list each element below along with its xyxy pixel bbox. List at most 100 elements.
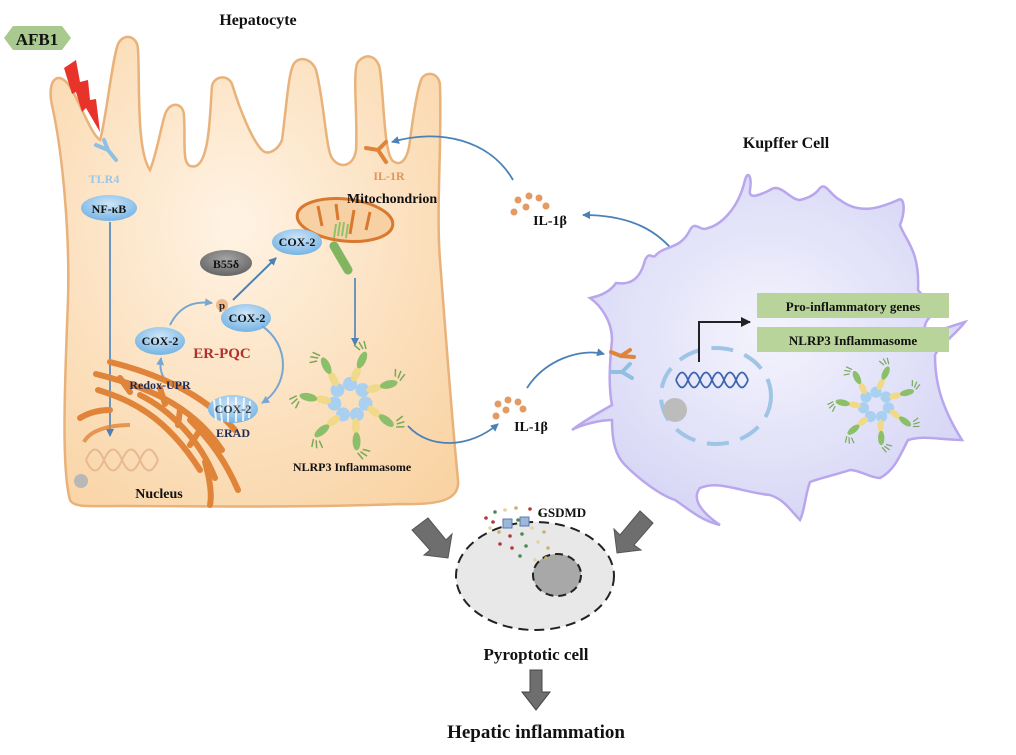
il1b-particles-top [510,192,550,216]
inflammasome-subunit [311,407,351,449]
phospho-label: p [219,300,225,312]
pro-genes-label: Pro-inflammatory genes [786,299,920,314]
nlrp3-to-il1b-arrow [407,423,499,444]
released-particle [528,507,532,511]
nlrp3-hepatocyte-label: NLRP3 Inflammasome [293,460,412,474]
b55d-label: B55δ [213,257,239,271]
kupffer-title: Kupffer Cell [743,135,830,152]
nlrp3-inflammasome-kupffer [827,357,921,453]
nlrp3-kupffer-label: NLRP3 Inflammasome [789,333,917,348]
released-particle [516,518,520,522]
il1b-to-il1r-arrow [391,135,514,181]
released-particle [508,534,512,538]
transcription-arrow [698,317,751,362]
cox2-phospho-label: COX-2 [229,311,266,325]
released-particle [484,516,488,520]
released-particle [488,526,492,530]
pcox2-to-cox2-arrow [232,257,277,301]
nucleus-label: Nucleus [135,487,183,502]
pro-inflammatory-genes-box: Pro-inflammatory genes [757,293,949,318]
cox2-erad: COX-2 [208,395,258,423]
inflammasome-subunit [309,351,345,398]
tlr4-receptor-kupffer [610,362,634,380]
afb1-label: AFB1 [16,30,59,49]
pcox2-to-erad-arrow [261,325,284,404]
nuclear-envelope [82,423,131,444]
kupffer-to-pyroptosis-arrow [613,510,654,554]
gsdmd-pore-1 [502,518,513,529]
released-particle [544,556,548,560]
afb1-hexagon [4,26,71,50]
inflammasome-subunit [880,380,921,403]
cox2-left-label: COX-2 [142,334,179,348]
released-particle [546,546,550,550]
released-particle [520,532,524,536]
nfkb-protein: NF-κB [81,195,137,221]
released-particle [510,546,514,550]
kupffer-dna [675,371,749,389]
mitochondrion-label: Mitochondrion [347,192,437,207]
nlrp3-inflammasome-hepatocyte [289,340,406,460]
inflammasome-subunit [349,407,371,460]
released-particle [491,520,495,524]
released-particle [514,506,518,510]
il1b-particles-bottom [492,396,527,420]
mitochondrion [295,197,395,275]
hepatocyte-dna [85,448,159,472]
released-particle [536,540,540,544]
tlr4-label: TLR4 [89,172,120,186]
gsdmd-pore-2 [519,516,530,527]
inflammasome-subunit [843,366,872,403]
released-particle [518,554,522,558]
inflammasome-subunit [355,368,406,398]
hepatocyte-membrane [49,35,460,508]
nfkb-label: NF-κB [92,202,127,216]
released-particle [542,530,546,534]
inflammasome-subunit [358,396,405,428]
inflammasome-subunit [870,357,890,398]
released-particle [493,510,497,514]
inflammasome-subunit [827,399,870,414]
afb1-toxin: AFB1 [4,26,71,50]
inflammasome-subunit [844,410,877,444]
gsdmd-label: GSDMD [538,505,586,520]
released-contents [484,506,550,562]
kupffer-nucleolus [663,398,687,422]
nucleolus [74,474,88,488]
erad-label: ERAD [216,426,250,440]
inflammasome-subunit [343,340,368,391]
released-particle [498,542,502,546]
cox2-left: COX-2 [135,327,185,355]
pyroptotic-cell-label: Pyroptotic cell [484,645,589,664]
er-pqc-label: ER-PQC [193,346,251,362]
inflammasome-subunit [289,392,342,411]
released-particle [497,530,501,534]
inflammasome-subunit [882,402,920,428]
cox2-phospho: p COX-2 [216,299,271,332]
il1r-receptor-kupffer [609,348,636,359]
released-particle [530,526,534,530]
released-particle [503,508,507,512]
hepatocyte-to-pyroptosis-arrow [411,517,453,559]
cox2-mito-label: COX-2 [279,235,316,249]
il1r-receptor [364,140,388,164]
pyroptotic-nucleus [532,553,582,597]
lightning-icon [64,60,100,132]
il1b-bottom-label: IL-1β [514,420,548,435]
il1b-to-kupffer-arrow [526,348,605,389]
hepatocyte-title: Hepatocyte [219,12,296,29]
released-particle [533,558,537,562]
cox2-to-pcox2-arrow [169,298,213,326]
cox2-mito: COX-2 [272,229,322,255]
inflammasome-subunit [875,410,893,453]
nlrp3-inflammasome-box: NLRP3 Inflammasome [757,327,949,352]
kupffer-nucleus [659,346,773,446]
hepatic-inflammation-label: Hepatic inflammation [447,722,625,743]
redox-upr-label: Redox-UPR [129,378,191,392]
released-particle [538,512,542,516]
il1b-top-label: IL-1β [533,214,567,229]
cox2-erad-label: COX-2 [215,402,252,416]
tlr4-receptor [94,138,118,162]
il1r-label: IL-1R [373,169,405,183]
